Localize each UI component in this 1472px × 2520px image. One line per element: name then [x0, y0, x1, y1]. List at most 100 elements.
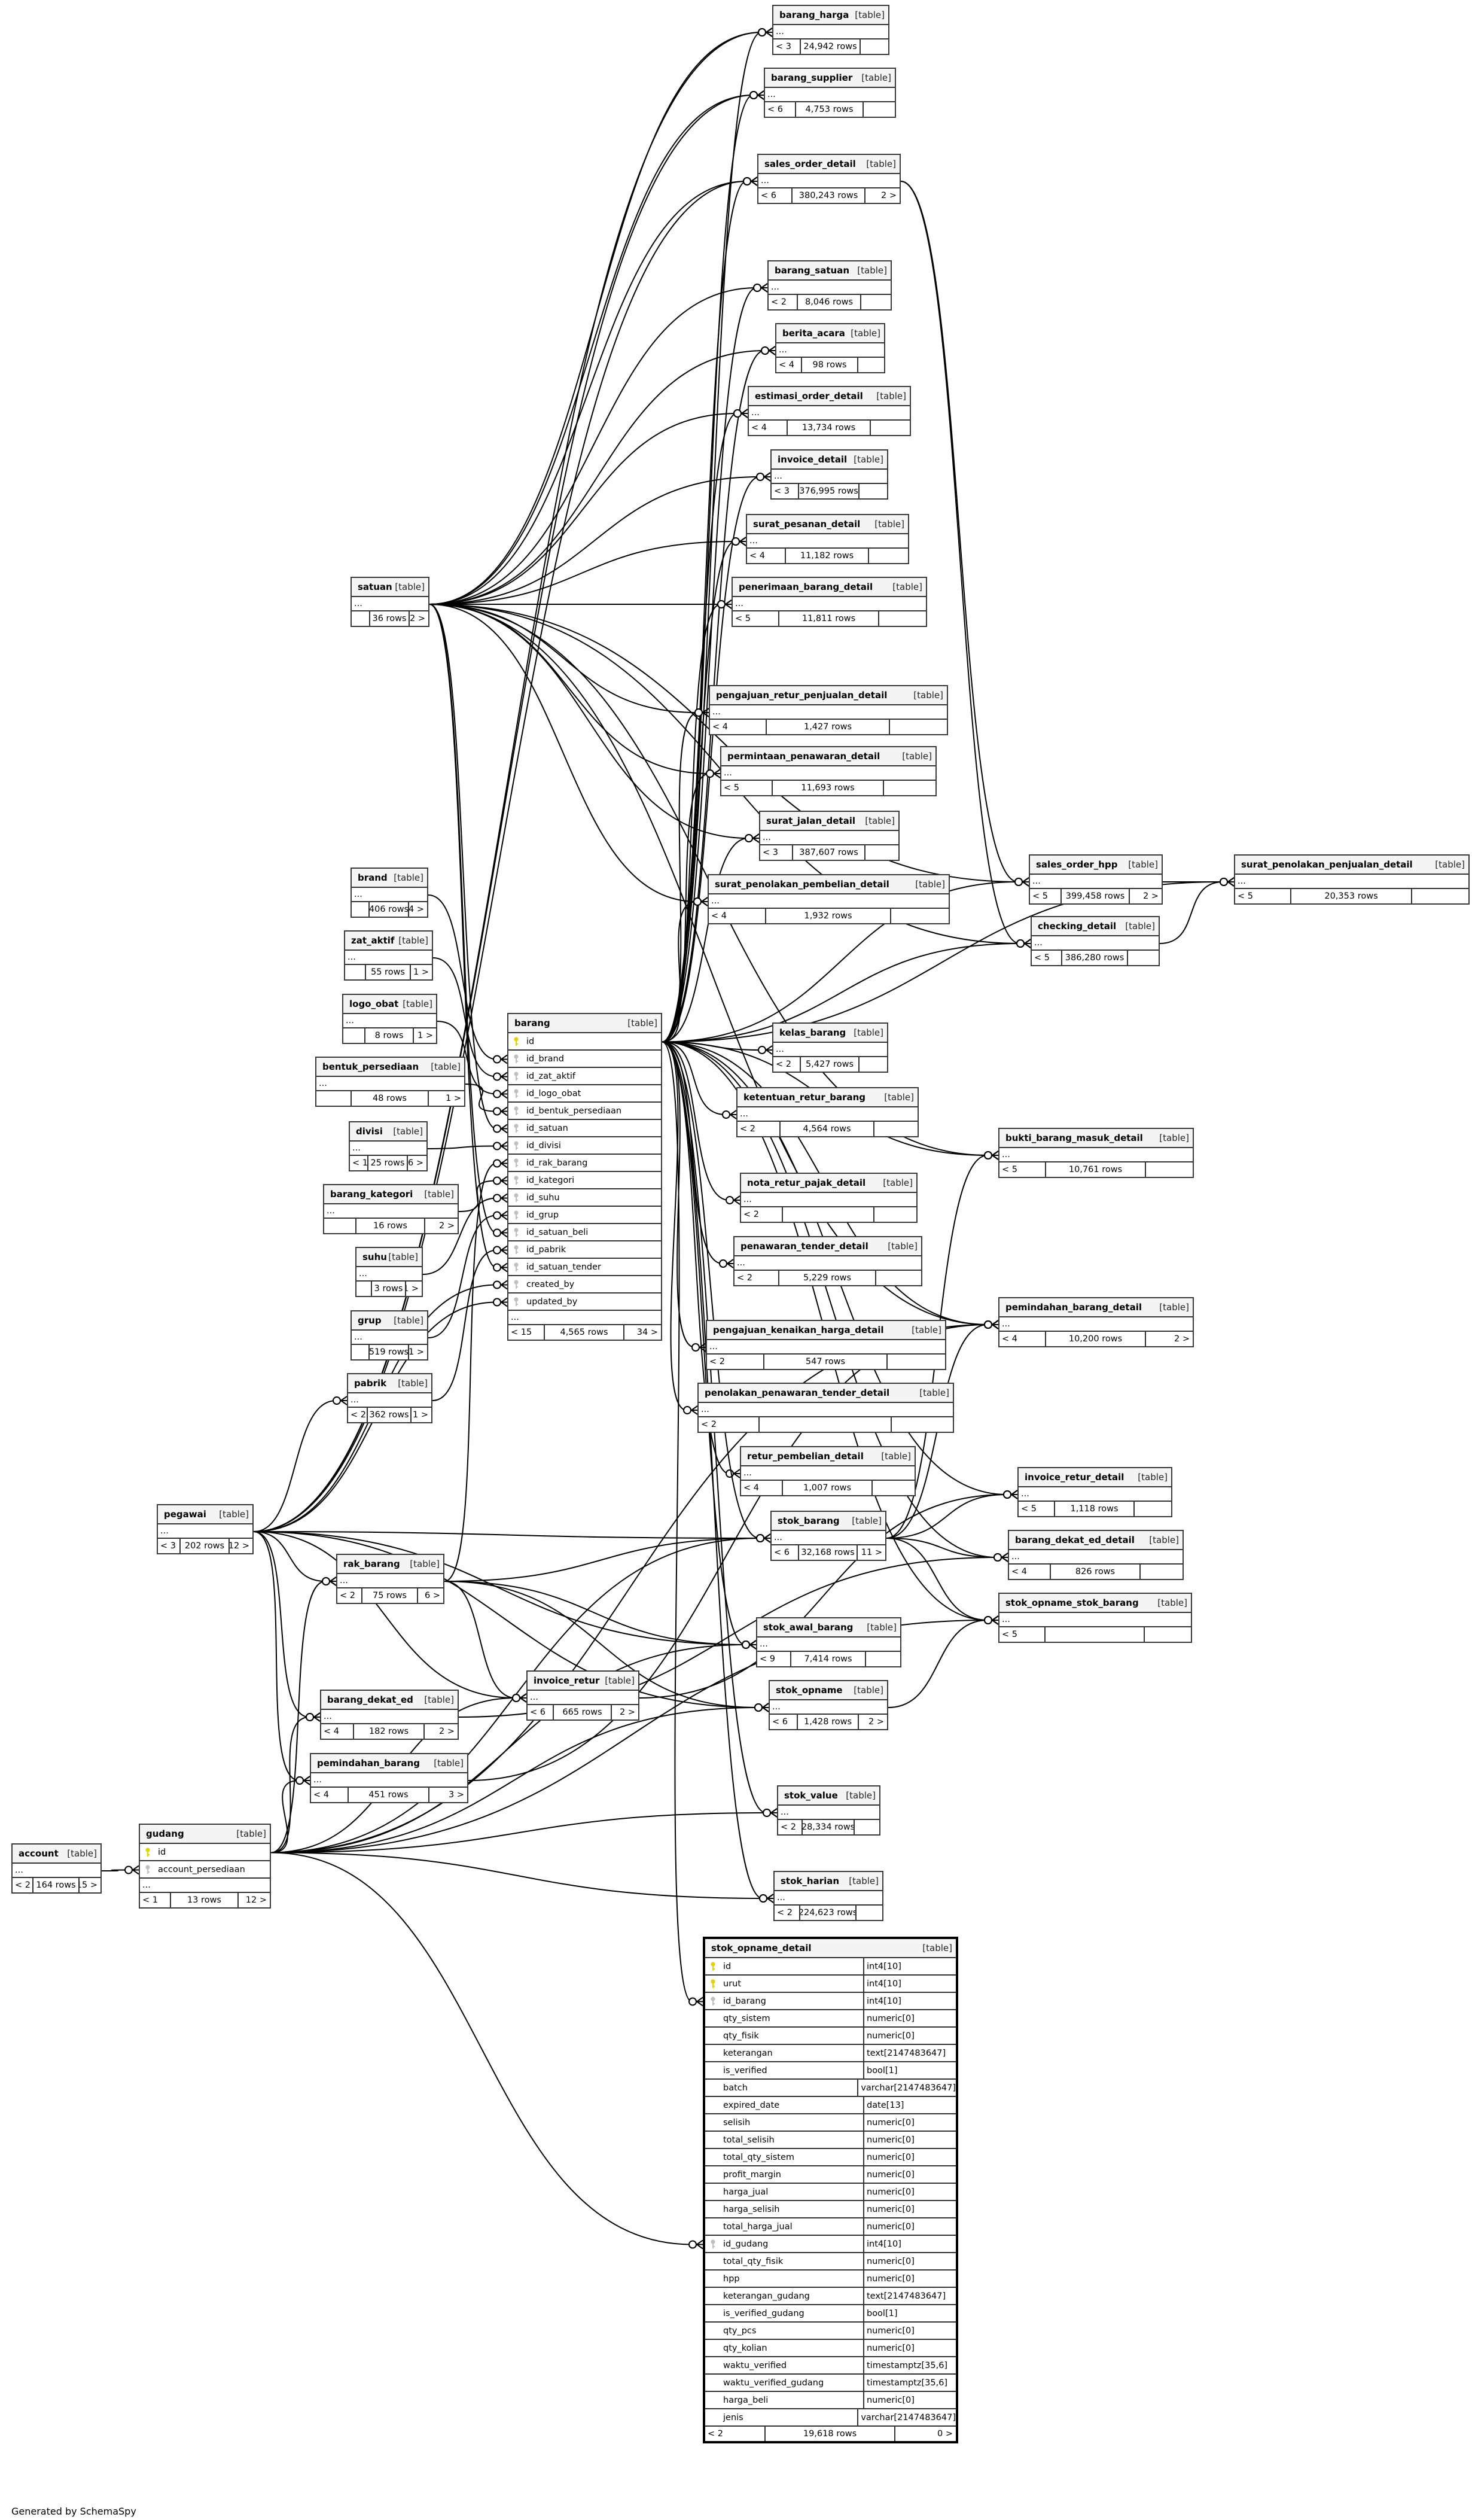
child-count-link[interactable]: 4 >: [409, 905, 424, 914]
table-header[interactable]: pengajuan_kenaikan_harga_detail[table]: [707, 1321, 945, 1340]
child-count-link[interactable]: 3 >: [449, 1790, 464, 1800]
child-count-link[interactable]: 2 >: [868, 1717, 884, 1727]
table-header[interactable]: surat_pesanan_detail[table]: [747, 515, 908, 534]
parent-count-link[interactable]: < 4: [311, 1788, 349, 1802]
parent-count-link[interactable]: [324, 1219, 356, 1233]
parent-count-link[interactable]: [345, 965, 366, 979]
child-count-link[interactable]: [874, 1122, 918, 1136]
table-surat-penolakan-pembelian-detail[interactable]: surat_penolakan_pembelian_detail[table].…: [708, 874, 950, 924]
parent-count-link[interactable]: [352, 1345, 370, 1359]
table-header[interactable]: stok_awal_barang[table]: [757, 1618, 900, 1638]
table-header[interactable]: stok_opname[table]: [770, 1681, 887, 1700]
child-count-link[interactable]: [860, 484, 887, 498]
parent-count-link[interactable]: < 6: [765, 102, 797, 117]
table-header[interactable]: penerimaan_barang_detail[table]: [733, 578, 926, 597]
parent-count-link[interactable]: < 1: [140, 1893, 172, 1907]
child-count-link[interactable]: [1135, 1502, 1171, 1516]
parent-count-link[interactable]: < 2: [769, 295, 798, 309]
table-header[interactable]: invoice_retur[table]: [528, 1672, 638, 1691]
table-header[interactable]: satuan[table]: [352, 578, 428, 597]
child-count-link[interactable]: 1 >: [406, 1284, 419, 1294]
child-count-link[interactable]: [1146, 1162, 1193, 1177]
table-header[interactable]: penolakan_penawaran_tender_detail[table]: [699, 1384, 953, 1403]
table-header[interactable]: stok_value[table]: [778, 1786, 879, 1806]
child-count-link[interactable]: [888, 1355, 945, 1369]
child-count-link[interactable]: [890, 720, 947, 734]
table-header[interactable]: barang_kategori[table]: [324, 1185, 458, 1204]
child-count-link[interactable]: 1 >: [413, 1410, 428, 1420]
child-count-link[interactable]: 2 >: [439, 1221, 455, 1231]
parent-count-link[interactable]: < 3: [158, 1539, 181, 1553]
table-header[interactable]: invoice_detail[table]: [772, 451, 887, 470]
table-header[interactable]: surat_penolakan_pembelian_detail[table]: [709, 875, 949, 894]
parent-count-link[interactable]: < 15: [508, 1325, 545, 1340]
table-nota-retur-pajak-detail[interactable]: nota_retur_pajak_detail[table]...< 2: [740, 1173, 918, 1223]
parent-count-link[interactable]: < 6: [528, 1705, 554, 1719]
table-header[interactable]: barang_dekat_ed[table]: [321, 1691, 458, 1710]
table-header[interactable]: surat_penolakan_penjualan_detail[table]: [1235, 856, 1468, 875]
parent-count-link[interactable]: < 2: [735, 1271, 779, 1285]
parent-count-link[interactable]: < 4: [321, 1724, 354, 1739]
child-count-link[interactable]: [857, 1906, 882, 1920]
table-header[interactable]: account[table]: [13, 1845, 100, 1864]
child-count-link[interactable]: 1 >: [409, 1347, 424, 1357]
child-count-link[interactable]: 1 >: [446, 1094, 461, 1103]
parent-count-link[interactable]: < 2: [741, 1207, 784, 1222]
table-header[interactable]: logo_obat[table]: [343, 995, 436, 1014]
parent-count-link[interactable]: [352, 611, 370, 626]
parent-count-link[interactable]: < 2: [699, 1417, 760, 1432]
table-header[interactable]: permintaan_penawaran_detail[table]: [721, 747, 935, 766]
child-count-link[interactable]: [855, 1820, 879, 1834]
child-count-link[interactable]: [873, 1481, 915, 1495]
child-count-link[interactable]: 22 >: [410, 614, 425, 623]
table-header[interactable]: zat_aktif[table]: [345, 932, 432, 951]
table-header[interactable]: barang_dekat_ed_detail[table]: [1009, 1531, 1183, 1550]
table-header[interactable]: retur_pembelian_detail[table]: [741, 1447, 915, 1466]
child-count-link[interactable]: [884, 781, 935, 795]
child-count-link[interactable]: [865, 845, 898, 860]
table-header[interactable]: barang_supplier[table]: [765, 69, 895, 88]
parent-count-link[interactable]: < 2: [337, 1588, 363, 1603]
table-header[interactable]: penawaran_tender_detail[table]: [735, 1237, 921, 1256]
table-surat-penolakan-penjualan-detail[interactable]: surat_penolakan_penjualan_detail[table].…: [1234, 854, 1470, 905]
parent-count-link[interactable]: < 2: [775, 1906, 801, 1920]
parent-count-link[interactable]: [343, 1028, 366, 1043]
table-pengajuan-retur-penjualan-detail[interactable]: pengajuan_retur_penjualan_detail[table].…: [709, 685, 948, 735]
parent-count-link[interactable]: < 5: [999, 1162, 1046, 1177]
parent-count-link[interactable]: < 5: [733, 611, 779, 626]
parent-count-link[interactable]: < 1: [350, 1156, 368, 1170]
parent-count-link[interactable]: < 2: [737, 1122, 781, 1136]
table-header[interactable]: pengajuan_retur_penjualan_detail[table]: [710, 686, 947, 705]
table-header[interactable]: sales_order_hpp[table]: [1030, 856, 1162, 875]
child-count-link[interactable]: 2 >: [1174, 1334, 1190, 1344]
table-header[interactable]: suhu[table]: [356, 1248, 422, 1267]
child-count-link[interactable]: 6 >: [425, 1591, 440, 1600]
parent-count-link[interactable]: < 5: [721, 781, 773, 795]
child-count-link[interactable]: 11 >: [861, 1548, 882, 1557]
parent-count-link[interactable]: < 4: [709, 909, 767, 923]
table-header[interactable]: bentuk_persediaan[table]: [316, 1058, 464, 1077]
child-count-link[interactable]: [871, 421, 910, 435]
child-count-link[interactable]: 312 >: [230, 1541, 249, 1551]
child-count-link[interactable]: 1 >: [417, 1031, 433, 1040]
table-header[interactable]: bukti_barang_masuk_detail[table]: [999, 1129, 1193, 1148]
